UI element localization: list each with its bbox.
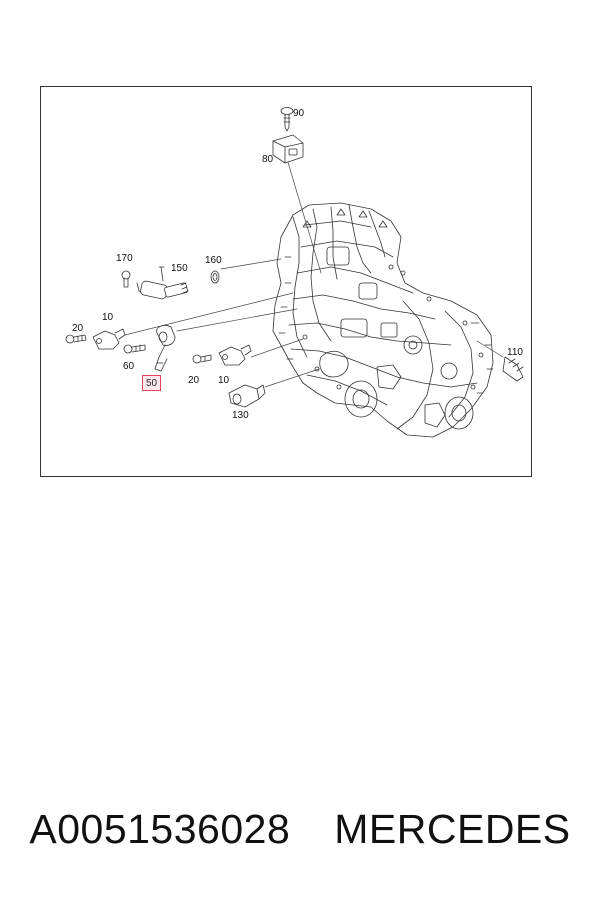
callout-160: 160 — [205, 255, 222, 266]
callout-20-left: 20 — [72, 323, 84, 334]
callout-10-left: 10 — [102, 312, 114, 323]
transmission-housing — [272, 202, 494, 438]
callout-80: 80 — [262, 154, 274, 165]
callout-50-highlighted[interactable]: 50 — [142, 375, 162, 391]
sensor-10a-icon — [92, 328, 126, 350]
brand-name: MERCEDES — [334, 806, 571, 852]
callout-110: 110 — [507, 347, 523, 358]
sensor-50-icon — [154, 325, 176, 372]
bolt-20a-icon — [65, 334, 87, 344]
transmission-exploded-view — [65, 107, 524, 438]
callout-60: 60 — [123, 361, 135, 372]
bolt-20b-icon — [192, 354, 212, 364]
connector-130-icon — [228, 384, 266, 408]
part-number: A0051536028 — [29, 806, 291, 852]
screw-90-icon — [280, 107, 294, 132]
solenoid-150-icon — [136, 266, 189, 300]
callout-170: 170 — [116, 253, 133, 264]
callout-10-right: 10 — [218, 375, 230, 386]
oring-160-icon — [210, 270, 220, 284]
parts-diagram: 90 80 170 150 160 10 20 60 50 20 10 130 … — [40, 86, 532, 477]
callout-20-right: 20 — [188, 375, 200, 386]
callout-150: 150 — [171, 263, 188, 274]
leader-lines — [124, 158, 504, 388]
part-caption: A0051536028 MERCEDES — [0, 806, 600, 853]
callout-130: 130 — [232, 410, 249, 421]
sensor-110-icon — [502, 356, 524, 382]
bolt-60-icon — [123, 344, 146, 354]
module-80-icon — [272, 134, 304, 164]
screw-170-icon — [121, 270, 131, 288]
callout-90: 90 — [293, 108, 305, 119]
sensor-10b-icon — [218, 344, 252, 366]
